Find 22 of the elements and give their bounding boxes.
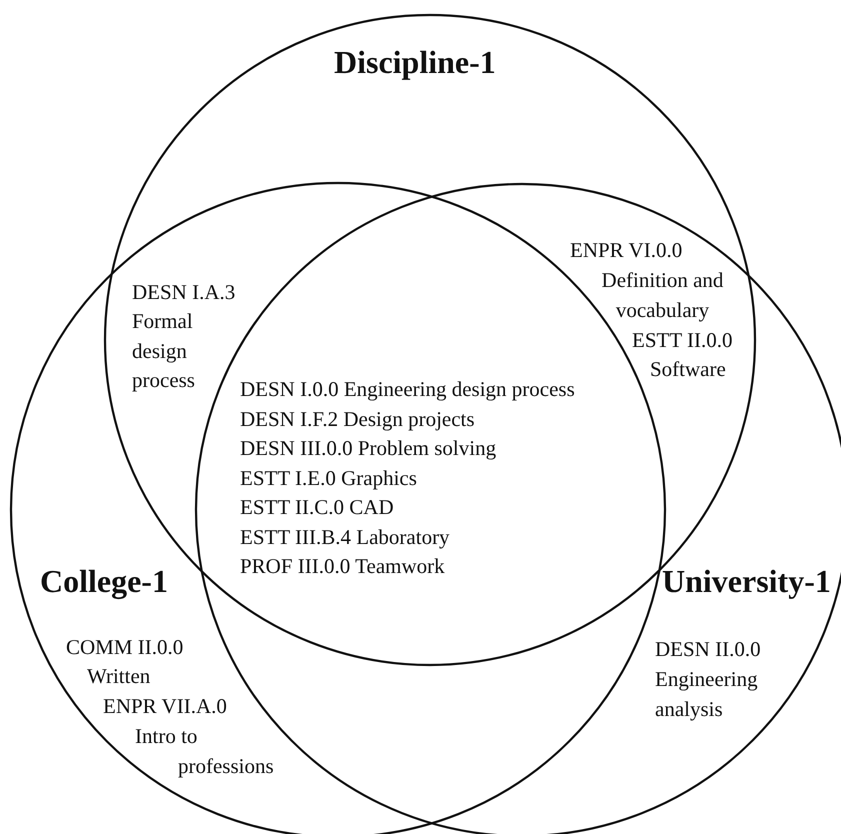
- region-text: DESN I.A.3: [132, 279, 236, 306]
- region-text: ENPR VI.0.0: [570, 237, 682, 264]
- region-text: ESTT I.E.0 Graphics: [240, 464, 417, 492]
- region-text: Engineering analysis: [655, 666, 759, 722]
- region-text: Written: [87, 663, 150, 690]
- region-text: DESN I.0.0 Engineering design process: [240, 376, 575, 403]
- region-text: ESTT III.B.4 Laboratory: [240, 524, 450, 550]
- region-text: DESN III.0.0 Problem solving: [240, 435, 496, 462]
- region-text: ENPR VII.A.0: [103, 693, 227, 720]
- region-text: Formal design process: [132, 308, 196, 394]
- region-text: Software: [650, 356, 726, 383]
- region-text: DESN II.0.0: [655, 636, 761, 663]
- region-text: DESN I.F.2 Design projects: [240, 406, 475, 432]
- region-text: Intro to professions: [135, 723, 275, 780]
- set-title: Discipline-1: [334, 43, 496, 82]
- region-text: ESTT II.C.0 CAD: [240, 494, 394, 521]
- set-title: University-1: [662, 562, 831, 601]
- set-title: College-1: [40, 562, 168, 601]
- region-text: COMM II.0.0: [66, 634, 184, 661]
- region-text: ESTT II.0.0: [632, 327, 733, 354]
- region-text: PROF III.0.0 Teamwork: [240, 553, 445, 580]
- region-text: Definition and vocabulary: [600, 267, 724, 324]
